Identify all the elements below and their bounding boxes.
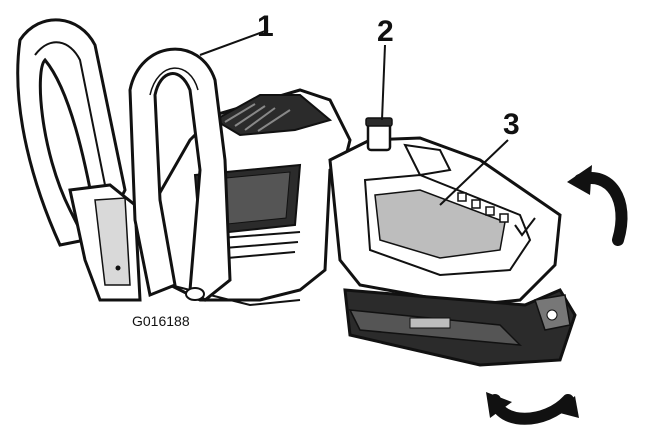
callout-2-number: 2	[377, 15, 394, 48]
hand-guard	[16, 18, 142, 302]
rear-handle	[128, 47, 232, 302]
oil-cap	[365, 117, 393, 152]
trimmer-body	[148, 88, 352, 307]
callout-1-number: 1	[257, 10, 274, 43]
rotate-arrow-icon	[567, 165, 628, 246]
battery-pack	[343, 288, 577, 367]
callout-2: 2	[377, 15, 394, 121]
callout-3: 3	[439, 108, 520, 206]
rotate-arrow-icon	[486, 392, 579, 425]
battery-housing	[328, 136, 562, 307]
callout-3-number: 3	[503, 108, 520, 141]
figure-id: G016188	[132, 313, 190, 329]
callout-1: 1	[199, 10, 274, 56]
